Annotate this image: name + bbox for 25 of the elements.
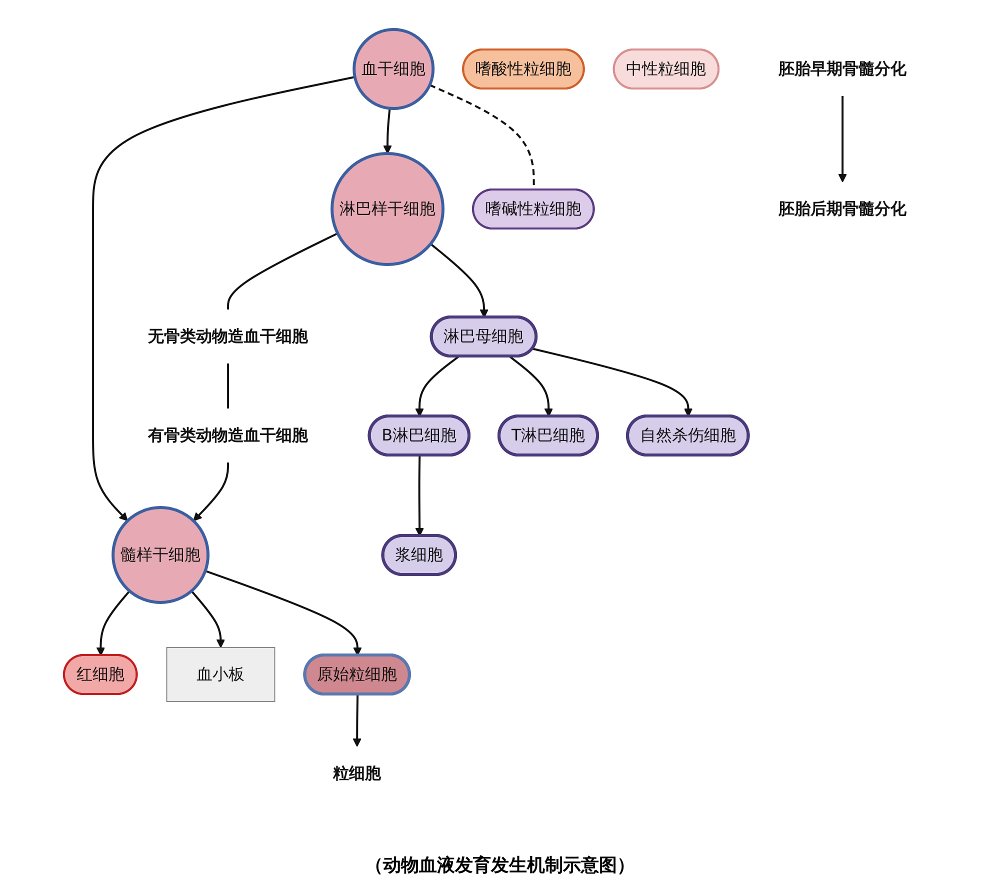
node-box: 血小板 (166, 647, 275, 702)
arrow (532, 348, 692, 417)
arrow (92, 76, 355, 522)
arrow (430, 243, 488, 318)
arrow (204, 570, 362, 656)
arrow (382, 108, 392, 154)
arrow (414, 455, 424, 536)
arrow (192, 462, 229, 522)
connector (226, 232, 338, 310)
arrow (838, 96, 847, 182)
node-circle: 血干细胞 (352, 28, 434, 110)
node-text: 有骨类动物造血干细胞 (148, 426, 308, 444)
node-circle: 淋巴样干细胞 (330, 152, 444, 266)
node-text: 胚胎后期骨髓分化 (778, 199, 906, 218)
arrow (508, 356, 553, 417)
arrow (414, 356, 460, 417)
node-text: 无骨类动物造血干细胞 (148, 326, 308, 346)
connector (226, 364, 229, 408)
node-text: 胚胎早期骨髓分化 (778, 59, 906, 78)
arrow (352, 694, 362, 747)
caption: （动物血液发育发生机制示意图） (365, 854, 635, 877)
node-text: 粒细胞 (332, 763, 381, 782)
node-circle: 髓样干细胞 (111, 506, 210, 604)
arrow (190, 590, 225, 648)
arrow (96, 590, 130, 656)
